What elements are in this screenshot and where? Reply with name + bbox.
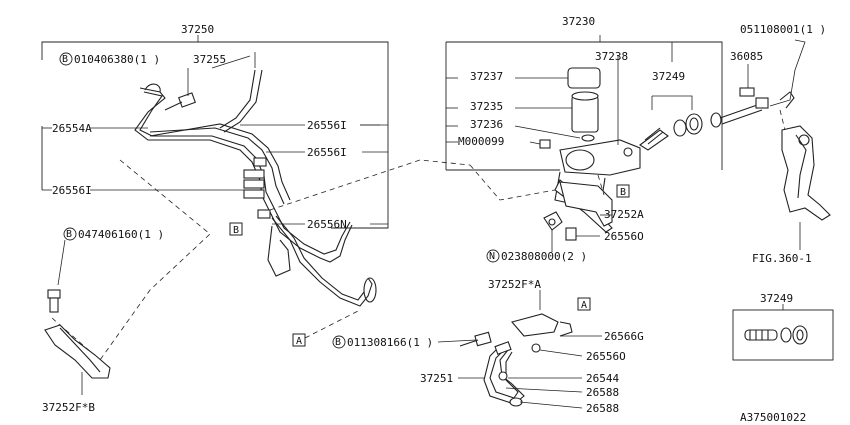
ref-letter-b1: B <box>233 225 239 236</box>
label-37250: 37250 <box>181 23 214 36</box>
label-26556O-b: 26556Ο <box>586 350 626 363</box>
ref-letter-a2: A <box>581 300 587 311</box>
label-37237: 37237 <box>470 70 503 83</box>
bolt-010406380 <box>164 68 196 111</box>
label-37249-top: 37249 <box>652 70 685 83</box>
label-010406380: 010406380(1 ) <box>74 53 160 66</box>
bracket-37252FB <box>44 239 111 395</box>
label-047406160: 047406160(1 ) <box>78 228 164 241</box>
nut-marker-circle <box>486 249 500 263</box>
dashed-guides-right <box>469 109 786 201</box>
label-26556O-a: 26556Ο <box>604 230 644 243</box>
clutch-pedal <box>781 125 831 250</box>
hose-37251 <box>458 341 583 409</box>
label-26588-b: 26588 <box>586 402 619 415</box>
ref-letter-b2: B <box>620 187 626 198</box>
bolt-marker-circle-3 <box>332 335 346 349</box>
reservoir-cap <box>515 67 601 89</box>
label-37235: 37235 <box>470 100 503 113</box>
label-37251: 37251 <box>420 372 453 385</box>
ref-box-b1 <box>229 222 243 236</box>
label-051108001: 051108001(1 ) <box>740 23 826 36</box>
bolt-prefix-b2: B <box>66 229 72 240</box>
left-leaders <box>90 52 388 225</box>
reservoir <box>514 91 599 142</box>
label-ref-code: A375001022 <box>740 411 806 424</box>
label-26556I-b: 26556I <box>307 146 347 159</box>
bolt-marker-circle-2 <box>63 227 77 241</box>
clevis-lead <box>769 39 806 109</box>
bracket-37252A <box>543 181 613 252</box>
label-26556N: 26556N <box>307 218 347 231</box>
bolt-prefix-b1: B <box>62 54 68 65</box>
label-37230: 37230 <box>562 15 595 28</box>
label-37252FB: 37252F*B <box>42 401 95 414</box>
label-26566G: 26566G <box>604 330 644 343</box>
label-37249-box: 37249 <box>760 292 793 305</box>
label-fig-360-1: FIG.360-1 <box>752 252 812 265</box>
ref-letter-a1: A <box>296 336 302 347</box>
ref-box-a2 <box>577 297 591 311</box>
label-37252FA: 37252F*A <box>488 278 541 291</box>
label-023808000: 023808000(2 ) <box>501 250 587 263</box>
label-37238: 37238 <box>595 50 628 63</box>
label-26588-a: 26588 <box>586 386 619 399</box>
label-26556I-a: 26556I <box>307 119 347 132</box>
label-26554A: 26554A <box>52 122 92 135</box>
ref-box-a1 <box>292 333 306 347</box>
frame-37250 <box>41 35 389 229</box>
label-37236: 37236 <box>470 118 503 131</box>
detail-box-37249 <box>732 304 834 361</box>
label-26544: 26544 <box>586 372 619 385</box>
frame-37230 <box>445 35 723 171</box>
bolt-prefix-b3: B <box>335 337 341 348</box>
line-clips <box>243 157 271 219</box>
part-labels: 37250 B 010406380(1 ) 37255 26554A 26556… <box>42 15 826 424</box>
label-37252A: 37252A <box>604 208 644 221</box>
pushrod-kit <box>639 42 769 151</box>
label-36085: 36085 <box>730 50 763 63</box>
label-M000099: M000099 <box>458 135 504 148</box>
label-011308166: 011308166(1 ) <box>347 336 433 349</box>
ref-box-b2 <box>616 184 630 198</box>
label-26556I-c: 26556I <box>52 184 92 197</box>
nut-prefix-n: N <box>489 251 495 262</box>
slave-cylinder <box>437 290 602 357</box>
label-37255: 37255 <box>193 53 226 66</box>
bolt-marker-circle <box>59 52 73 66</box>
